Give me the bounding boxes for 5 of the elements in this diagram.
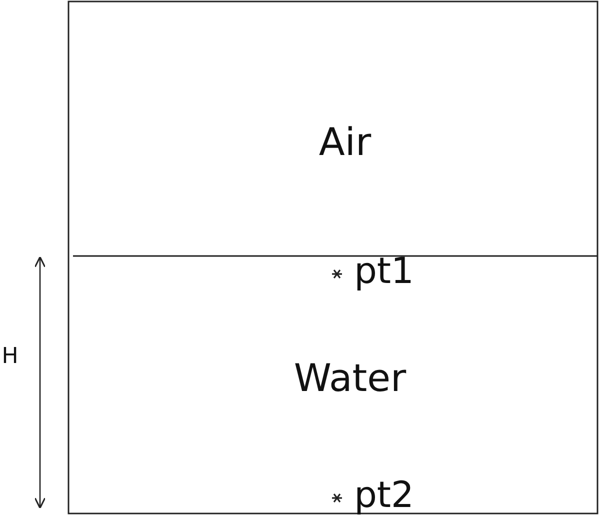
region-label: Air	[318, 123, 372, 161]
point-label: pt2	[354, 478, 414, 514]
point-label: pt1	[354, 254, 414, 290]
region-label: Water	[294, 359, 406, 397]
dimension-label: H	[2, 346, 18, 368]
